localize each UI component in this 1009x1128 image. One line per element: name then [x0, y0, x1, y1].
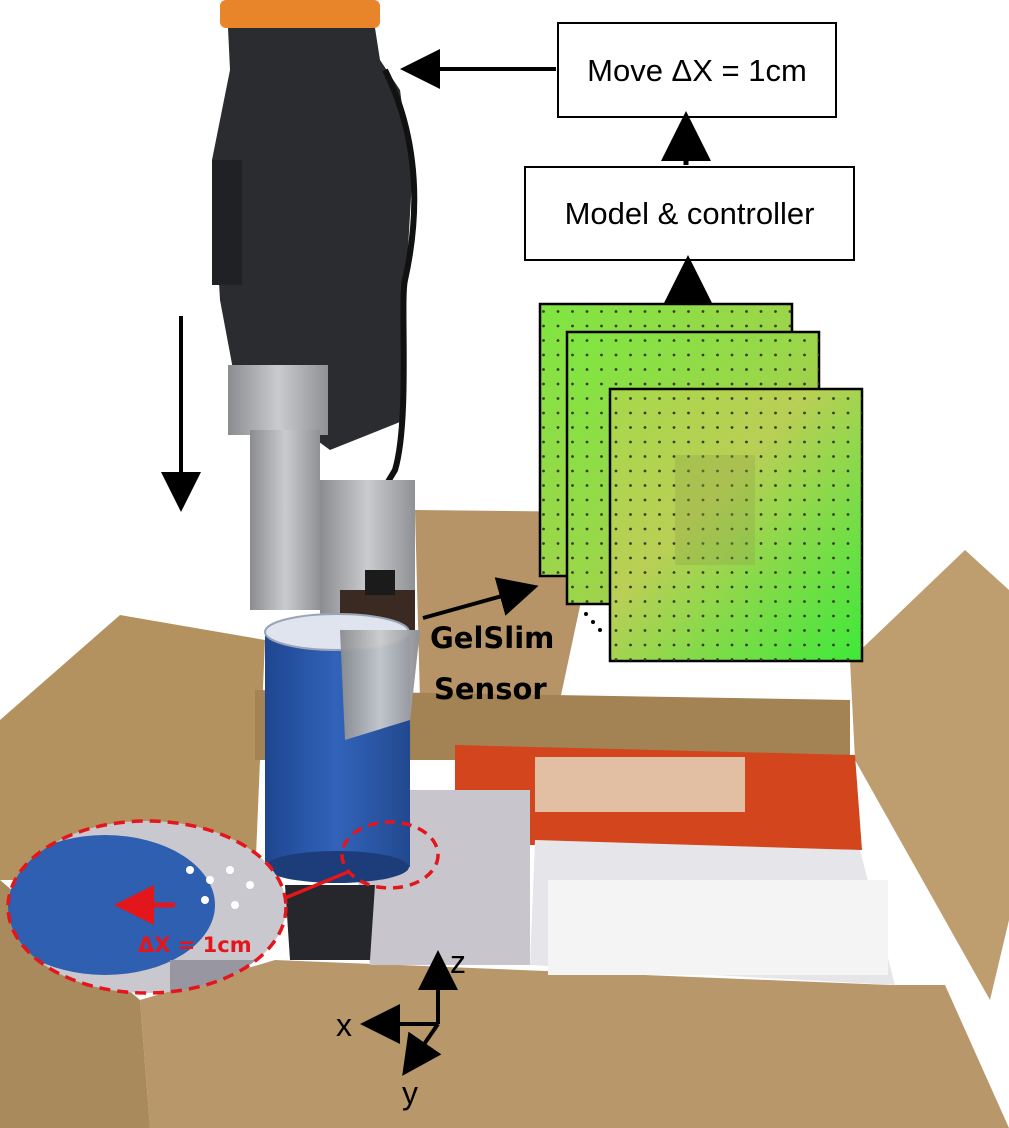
- dark-item: [285, 885, 375, 960]
- move-command-box: Move ΔX = 1cm: [557, 22, 837, 118]
- z-axis-label: z: [450, 944, 466, 980]
- gripper-mount-plate: [228, 365, 328, 435]
- displacement-label: ΔX = 1cm: [138, 933, 252, 957]
- box-front-panel: [140, 960, 1009, 1128]
- gelslim-finger-tip-front: [340, 630, 420, 740]
- cylinder-bottom: [265, 851, 409, 883]
- sensor-to-image-arrow: [422, 577, 539, 620]
- gripper-finger-left: [250, 430, 320, 610]
- gripper-side-plate: [212, 160, 242, 285]
- blue-cylinder: [264, 613, 420, 883]
- white-box-label: [548, 880, 888, 975]
- contact-imprint: [675, 455, 755, 565]
- y-axis-arrow: [402, 1022, 442, 1076]
- model-controller-label: Model & controller: [565, 196, 815, 231]
- stack-ellipsis-icon: [584, 612, 602, 632]
- model-controller-box: Model & controller: [524, 166, 855, 261]
- sensor-label-line2: Sensor: [434, 672, 547, 706]
- zoom-ellipse-outline: [6, 819, 288, 995]
- zoom-callout: ΔX = 1cm: [6, 819, 440, 995]
- move-command-label: Move ΔX = 1cm: [587, 53, 807, 88]
- robot-orange-link: [220, 0, 380, 28]
- tactile-image-stack: [538, 302, 864, 663]
- callout-connector: [284, 870, 349, 900]
- gripper-cable: [349, 68, 418, 503]
- contact-highlight-ellipse: [340, 820, 440, 890]
- gripper-wrist-body: [212, 28, 412, 450]
- box-contents: [285, 745, 895, 985]
- y-axis-label: y: [402, 1075, 418, 1111]
- box-right-flap: [850, 550, 1009, 1000]
- tactile-image-front: [608, 387, 864, 663]
- x-axis-label: x: [336, 1007, 352, 1043]
- sensor-label-line1: GelSlim: [430, 621, 554, 655]
- jenga-box-art: [535, 757, 745, 812]
- coordinate-axes: z x y: [336, 944, 466, 1111]
- box-left-flap: [0, 615, 265, 880]
- sensor-connector: [365, 570, 395, 595]
